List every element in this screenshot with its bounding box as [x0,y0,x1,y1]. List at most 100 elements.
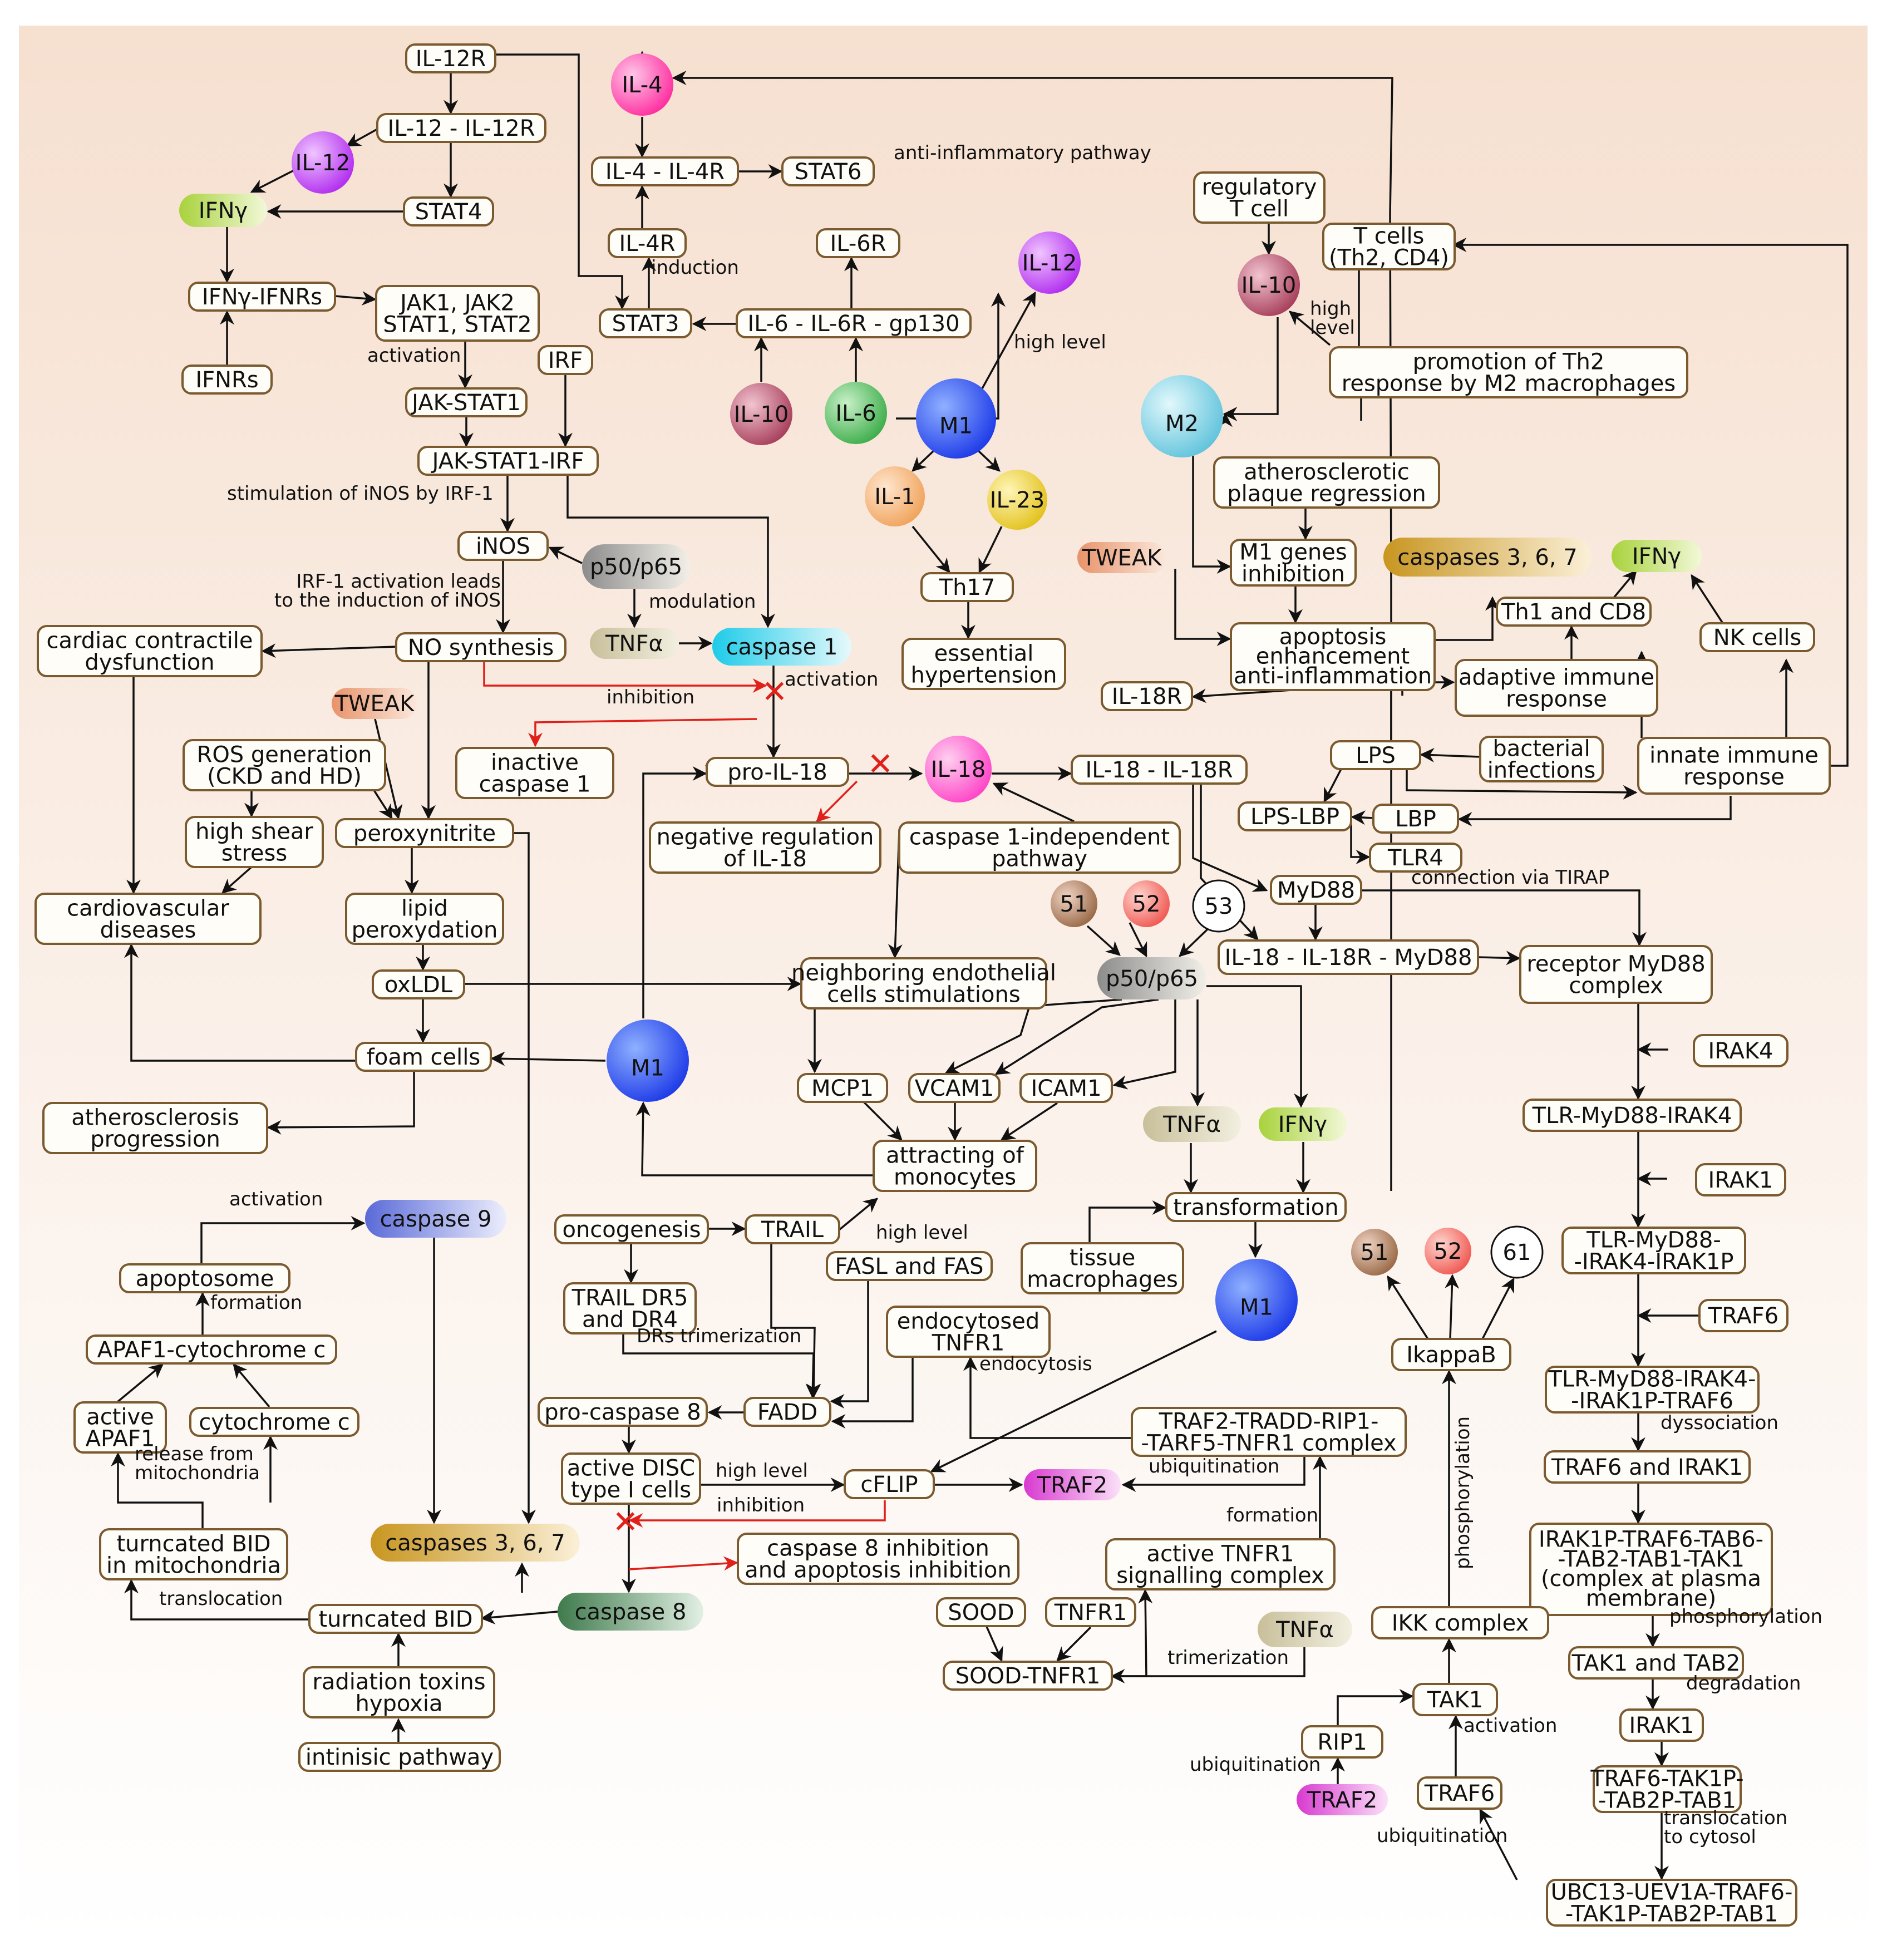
box-tlr-irak1p: TLR-MyD88--IRAK4-IRAK1P [1561,1227,1746,1275]
label-text: UBC13-UEV1A-TRAF6- [1551,1879,1793,1905]
node-p50-mid: p50/p65 [1097,957,1206,999]
label-text: activation [367,344,461,367]
inhibition-x-mark: ✕ [762,674,788,710]
label-text: IFNγ [1632,544,1681,569]
label-induction: induction [651,257,739,279]
label-text: IL-4 [622,72,662,98]
label-text: activation [1464,1715,1557,1737]
label-text: IL-18R [1112,684,1182,710]
arrow [1481,1277,1515,1340]
arrow [978,526,1003,574]
label-text: high level [1014,331,1106,353]
label-drs: DRs trimerization [637,1325,801,1347]
label-text: TNFR1 [1054,1600,1127,1626]
label-text: intinisic pathway [306,1745,494,1770]
label-text: ubiquitination [1377,1825,1507,1847]
arrow [221,866,253,894]
label-text: endocytosed [897,1308,1039,1334]
arrow [116,1363,164,1403]
arrow [1056,1626,1092,1662]
label-text: receptor MyD88 [1526,951,1705,977]
label-text: JAK1, JAK2 [398,290,515,316]
label-text: caspase 8 [575,1599,687,1625]
box-oxldl: oxLDL [372,969,465,999]
label-text: formation [210,1292,302,1314]
label-text: hypertension [911,663,1057,688]
arrow [992,782,1075,823]
label-text: SOOD-TNFR1 [955,1663,1101,1689]
label-text: IRAK4 [1708,1038,1773,1064]
label-text: peroxynitrite [353,821,496,846]
label-text: dysfunction [85,650,214,676]
label-text: caspase 1-independent [909,824,1170,850]
node-n53: 53 [1192,879,1245,933]
label-text: TRAF6 and IRAK1 [1551,1455,1743,1480]
label-text: to cytosol [1664,1826,1756,1848]
label-text: TLR-MyD88- [1586,1227,1721,1253]
label-high-level-cflip: high level [716,1460,808,1482]
arrow [495,53,629,310]
label-text: hypoxia [356,1691,443,1717]
box-il4-il4r: IL-4 - IL-4R [591,156,739,186]
label-activation-tak1: activation [1464,1715,1557,1737]
box-traf2-complex: TRAF2-TRADD-RIP1--TARF5-TNFR1 complex [1131,1407,1407,1457]
node-il12-top: IL-12 [292,131,354,194]
label-text: diseases [100,918,196,943]
arrow [672,71,1393,1191]
label-text: caspase 1 [479,772,591,797]
label-text: dyssociation [1661,1412,1778,1434]
box-il4r: IL-4R [608,228,687,258]
label-text: APAF1 [86,1426,155,1452]
arrow [200,1216,366,1264]
arrow [111,1452,204,1529]
box-irak4: IRAK4 [1693,1034,1788,1067]
arrow [838,1198,879,1231]
arrow [635,1101,874,1176]
label-text: IRAK1P-TRAF6-TAB6- [1539,1527,1763,1553]
box-peroxynitrite: peroxynitrite [335,818,514,848]
label-text: transformation [1173,1195,1338,1220]
node-ifng-low: IFNγ [1259,1107,1347,1141]
label-text: p50/p65 [1106,966,1198,992]
label-text: to the induction of iNOS [274,589,501,612]
arrow [1445,1274,1460,1340]
label-text: bacterial [1492,736,1590,761]
label-text: TAK1 and TAB2 [1571,1651,1741,1676]
box-foam: foam cells [355,1042,492,1072]
label-text: oxLDL [385,972,453,998]
label-text: translocation [1664,1807,1787,1829]
arrow [1435,596,1500,641]
label-text: response [1683,765,1785,790]
node-n51-top: 51 [1051,880,1097,927]
label-phosphorylation-vert: phosphorylation [1452,1416,1474,1569]
box-sood-tnfr1: SOOD-TNFR1 [943,1661,1113,1691]
label-text: IL-12R [416,46,486,72]
label-text: IL-18 - IL-18R [1085,757,1233,783]
label-phosphorylation-right: phosphorylation [1669,1606,1822,1628]
label-text: anti-inflammatory pathway [894,142,1151,164]
box-fasl: FASL and FAS [826,1251,993,1281]
node-tweak-right: TWEAK [1077,542,1166,573]
label-text: in mitochondria [106,1553,281,1579]
arrow [334,291,377,306]
label-text: cytochrome c [199,1410,349,1435]
label-text: type I cells [571,1478,691,1503]
label-text: STAT3 [612,311,679,337]
label-text: anti-inflammation [1234,663,1432,689]
arrow [1110,1642,1305,1683]
label-text: degradation [1686,1672,1801,1695]
arrow [1192,414,1231,574]
label-text: iNOS [476,534,530,559]
arrow [124,1579,309,1621]
label-text: IL-12 - IL-12R [387,116,535,141]
node-n51-low: 51 [1351,1229,1398,1276]
label-text: translocation [159,1588,283,1610]
